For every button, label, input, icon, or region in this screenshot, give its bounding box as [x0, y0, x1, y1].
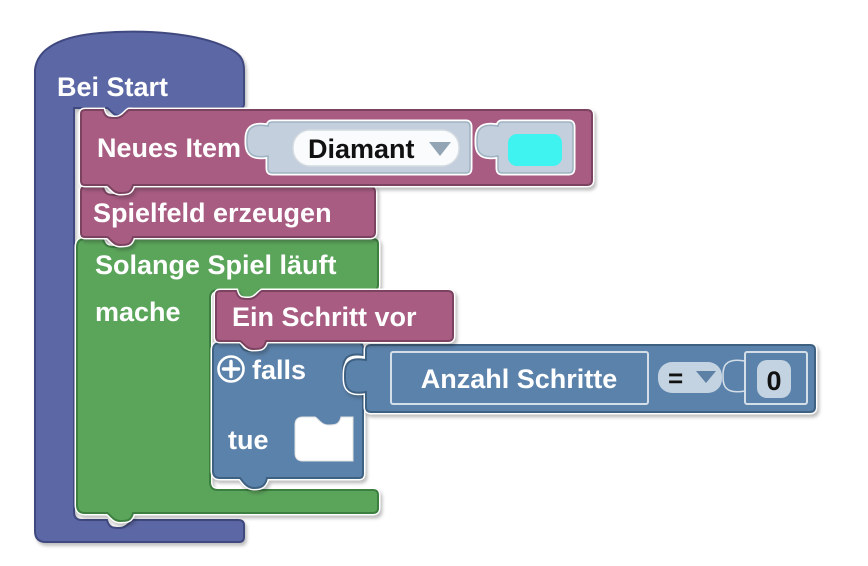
chevron-down-icon[interactable] — [696, 371, 716, 383]
color-swatch-field[interactable] — [508, 134, 562, 166]
block-spielfeld-erzeugen[interactable]: Spielfeld erzeugen — [81, 187, 375, 245]
block-compare-condition[interactable]: Anzahl Schritte = 0 — [345, 345, 815, 412]
block-solange-spiel-laeuft[interactable]: Solange Spiel läuft mache — [77, 239, 378, 521]
block-bei-start[interactable]: Bei Start — [34, 30, 245, 543]
number-value[interactable]: 0 — [766, 366, 781, 396]
operator-value[interactable]: = — [668, 363, 683, 393]
number-tab — [722, 359, 746, 393]
spielfeld-label: Spielfeld erzeugen — [93, 198, 332, 228]
plus-glyph — [221, 359, 241, 379]
mache-label: mache — [95, 297, 181, 327]
number-pill[interactable] — [757, 360, 791, 398]
operator-dropdown[interactable]: = — [658, 362, 722, 393]
bei-start-label: Bei Start — [57, 72, 168, 102]
dropdown-value[interactable]: Diamant — [308, 134, 415, 164]
block-falls-tue[interactable]: falls tue — [213, 343, 363, 488]
block-neues-item[interactable]: Neues Item Diamant — [81, 110, 592, 193]
operator-pill[interactable] — [658, 362, 722, 393]
empty-statement-slot[interactable] — [294, 416, 354, 462]
tue-label: tue — [228, 425, 269, 455]
block-ein-schritt-vor[interactable]: Ein Schritt vor — [216, 291, 453, 349]
solange-label: Solange Spiel läuft — [95, 250, 337, 280]
variable-anzahl-schritte[interactable]: Anzahl Schritte — [421, 364, 618, 394]
neues-item-label: Neues Item — [97, 133, 241, 163]
ein-schritt-label: Ein Schritt vor — [232, 302, 417, 332]
right-operand-frame[interactable] — [744, 351, 808, 405]
chevron-down-icon[interactable] — [429, 142, 451, 156]
plus-circle-ring — [217, 355, 245, 383]
falls-label: falls — [252, 355, 306, 385]
dropdown-pill[interactable] — [292, 129, 460, 167]
item-dropdown[interactable]: Diamant — [292, 129, 460, 167]
left-operand-frame[interactable] — [390, 351, 649, 405]
plus-circle-icon[interactable] — [217, 355, 245, 383]
